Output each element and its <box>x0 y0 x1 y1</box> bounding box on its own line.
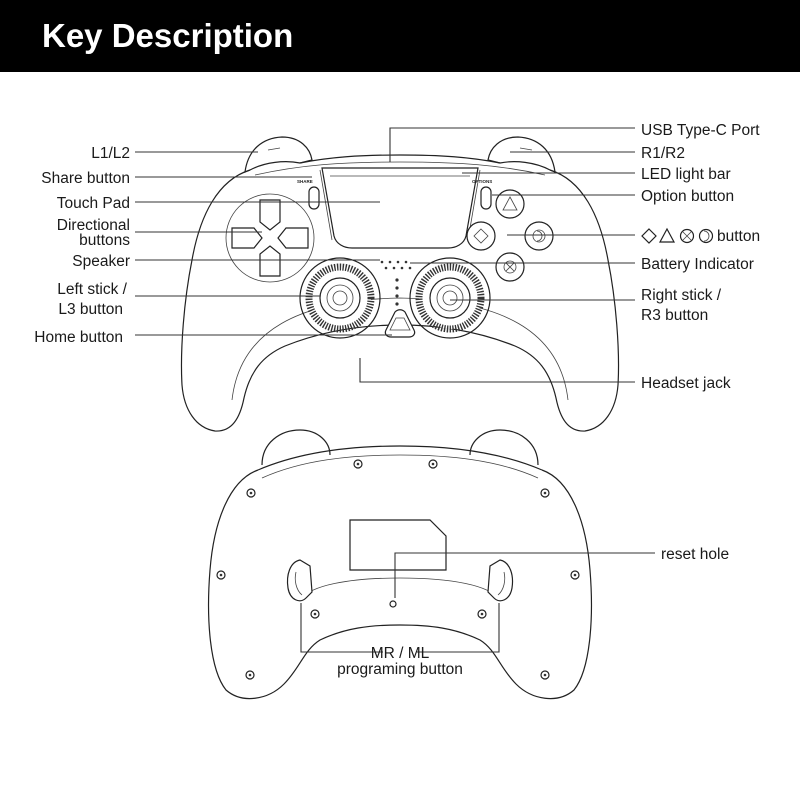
label-home-button: Home button <box>34 329 123 346</box>
dpad-right[interactable] <box>277 227 309 249</box>
label-right-stick-1: Right stick / <box>641 287 722 304</box>
crescent-face-button[interactable] <box>524 221 554 251</box>
label-option-button: Option button <box>641 188 734 205</box>
label-share-button: Share button <box>41 170 130 187</box>
back-body-outline <box>207 469 593 700</box>
left-labels: L1/L2 Share button Touch Pad Directional… <box>34 145 130 346</box>
label-right-stick-2: R3 button <box>641 307 708 324</box>
triangle-icon <box>502 196 518 211</box>
battery-indicator <box>395 278 399 306</box>
label-mr-ml-2: programing button <box>337 661 463 678</box>
r1-bumper <box>487 136 556 173</box>
speaker <box>380 260 412 270</box>
directional-buttons <box>225 193 315 283</box>
label-face-buttons: button <box>717 228 760 245</box>
options-tag: OPTIONS <box>472 179 492 184</box>
label-directional-1: Directional <box>57 217 130 234</box>
back-labels: reset hole MR / ML programing button <box>337 546 729 678</box>
share-tag: SHARE <box>297 179 313 184</box>
label-directional-2: buttons <box>79 232 130 249</box>
label-headset-jack: Headset jack <box>641 375 731 392</box>
left-stick[interactable] <box>299 257 381 339</box>
triangle-icon <box>658 227 676 243</box>
crescent-circle-icon <box>532 229 546 243</box>
right-stick[interactable] <box>409 257 491 339</box>
label-reset-hole: reset hole <box>661 546 729 563</box>
x-circle-icon <box>679 228 695 244</box>
face-buttons <box>466 189 554 282</box>
label-mr-ml-1: MR / ML <box>371 645 430 662</box>
header-bar: Key Description <box>0 0 800 72</box>
crescent-circle-icon <box>698 228 714 244</box>
x-circle-icon <box>503 260 517 274</box>
label-touch-pad: Touch Pad <box>57 195 130 212</box>
leader-lines <box>135 127 655 653</box>
option-button[interactable] <box>480 186 492 210</box>
diamond-icon <box>641 228 657 244</box>
screws <box>216 459 580 680</box>
right-labels: USB Type-C Port R1/R2 LED light bar Opti… <box>641 122 760 392</box>
dpad-down[interactable] <box>259 245 281 277</box>
page-title: Key Description <box>42 17 294 54</box>
reset-hole[interactable] <box>389 600 397 608</box>
label-left-stick-2: L3 button <box>58 301 123 318</box>
label-battery-indicator: Battery Indicator <box>641 256 754 273</box>
triangle-face-button[interactable] <box>495 189 525 219</box>
diamond-icon <box>473 228 489 244</box>
share-button[interactable] <box>308 186 320 210</box>
label-speaker: Speaker <box>72 253 130 270</box>
dpad-left[interactable] <box>231 227 263 249</box>
label-l1-l2: L1/L2 <box>91 145 130 162</box>
l1-bumper <box>244 136 313 173</box>
ml-paddle[interactable] <box>286 559 313 602</box>
touch-pad[interactable] <box>321 167 479 249</box>
label-usb-port: USB Type-C Port <box>641 122 760 139</box>
front-controller: SHARE OPTIONS <box>180 136 620 432</box>
label-r1-r2: R1/R2 <box>641 145 685 162</box>
home-button[interactable] <box>384 309 416 338</box>
label-led-light-bar: LED light bar <box>641 166 731 183</box>
label-left-stick-1: Left stick / <box>57 281 127 298</box>
diamond-face-button[interactable] <box>466 221 496 251</box>
back-controller <box>207 429 593 700</box>
dpad-up[interactable] <box>259 199 281 231</box>
mr-paddle[interactable] <box>487 559 514 602</box>
label-plate <box>349 519 447 571</box>
face-symbol-row <box>641 227 714 244</box>
